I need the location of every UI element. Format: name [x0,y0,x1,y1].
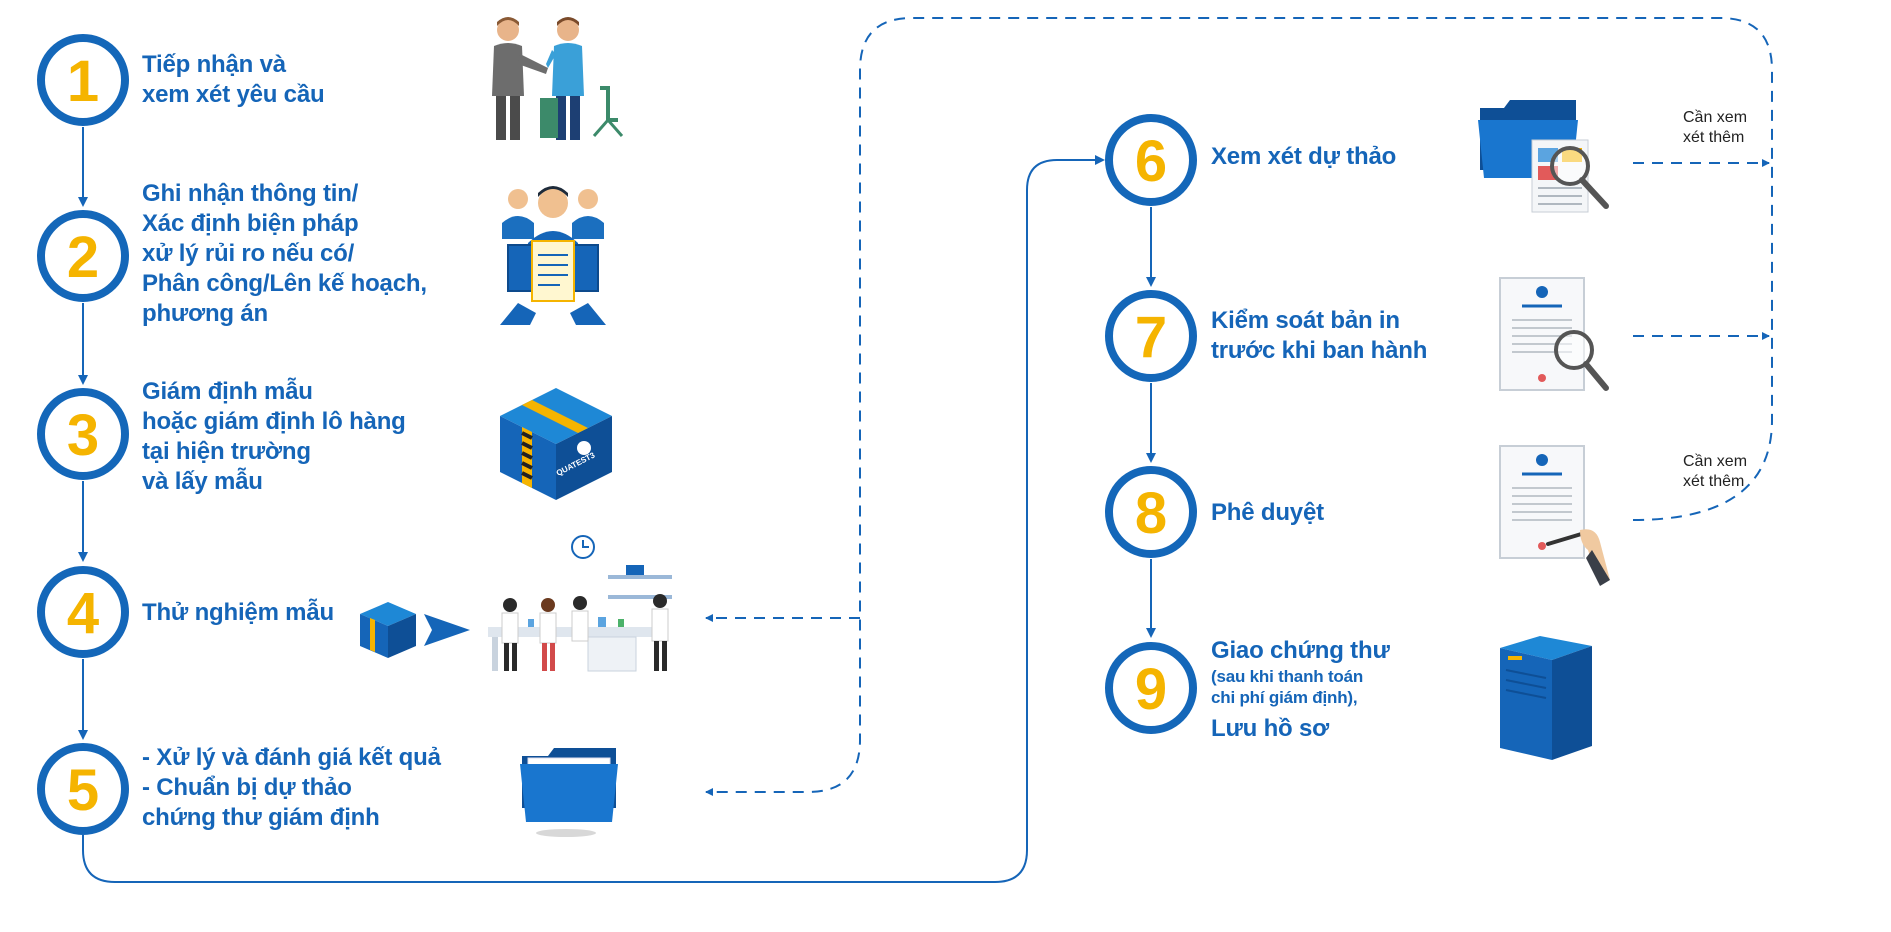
step-1-label: Tiếp nhận và xem xét yêu cầu [142,50,325,110]
step-3-ring: 3 [37,388,129,480]
step-8-label: Phê duyệt [1211,498,1324,528]
step-2-number: 2 [67,225,99,290]
step-5-ring: 5 [37,743,129,835]
transfer-arrow-icon [424,614,470,646]
step-7-line: trước khi ban hành [1211,337,1428,364]
step-9-label: Giao chứng thư (sau khi thanh toán chi p… [1211,636,1390,744]
step-5-label: - Xử lý và đánh giá kết quả - Chuẩn bị d… [142,743,441,833]
step-1-number: 1 [67,49,99,114]
step-9-number: 9 [1135,657,1167,722]
step-3-number: 3 [67,403,99,468]
step-8-ring: 8 [1105,466,1197,558]
step-9-title: Giao chứng thư [1211,637,1390,664]
step-3-line: tại hiện trường [142,438,311,465]
step-1-line: Tiếp nhận và [142,51,286,78]
step-2-line: Xác định biện pháp [142,210,359,237]
laboratory-icon [488,535,672,672]
step-9-note-line: chi phí giám định), [1211,688,1358,707]
step-3-label: Giám định mẫu hoặc giám định lô hàng tại… [142,377,406,497]
step-7-line: Kiểm soát bản in [1211,307,1400,334]
step-4-number: 4 [67,581,99,646]
step-5-line: - Xử lý và đánh giá kết quả [142,744,441,771]
step-3-line: Giám định mẫu [142,378,313,405]
step-2-label: Ghi nhận thông tin/ Xác định biện pháp x… [142,179,427,329]
step-9-note-line: (sau khi thanh toán [1211,667,1364,686]
step-rings: 1 2 3 4 5 6 7 8 [37,34,1197,835]
certificate-signing-icon [1499,445,1610,586]
archive-cabinet-icon [1500,636,1592,760]
step-6-line: Xem xét dự thảo [1211,143,1397,170]
step-8-number: 8 [1135,481,1167,546]
step-7-number: 7 [1135,305,1167,370]
step-7-label: Kiểm soát bản in trước khi ban hành [1211,306,1427,366]
step-6-ring: 6 [1105,114,1197,206]
left-column-connectors [78,127,1105,883]
review-note-lower: Cần xem xét thêm [1683,452,1747,492]
step-2-line: Ghi nhận thông tin/ [142,180,359,207]
connector-5-6 [82,155,1105,883]
step-2-line: Phân công/Lên kế hoạch, [142,270,427,297]
step-3-line: hoặc giám định lô hàng [142,408,406,435]
step-5-line: - Chuẩn bị dự thảo [142,774,352,801]
step-2-line: phương án [142,300,268,327]
step-8-line: Phê duyệt [1211,499,1324,526]
feedback-main-loop [705,17,1773,796]
feedback-loop [705,17,1773,796]
step-5-number: 5 [67,758,99,823]
note-line: Cần xem [1683,109,1748,126]
note-line: xét thêm [1683,129,1745,146]
step-9-footer: Lưu hồ sơ [1211,715,1329,742]
step-1-ring: 1 [37,34,129,126]
handshake-icon [492,17,624,140]
step-4-ring: 4 [37,566,129,658]
small-box-icon [360,602,416,658]
step-9-ring: 9 [1105,642,1197,734]
step-4-label: Thử nghiệm mẫu [142,598,334,628]
step-1-line: xem xét yêu cầu [142,81,325,108]
step-3-line: và lấy mẫu [142,468,263,495]
step-7-ring: 7 [1105,290,1197,382]
step-4-line: Thử nghiệm mẫu [142,599,334,626]
review-note-upper: Cần xem xét thêm [1683,108,1747,148]
folder-icon [520,748,618,837]
team-checklist-icon [500,186,606,325]
step-2-line: xử lý rủi ro nếu có/ [142,240,355,267]
step-6-label: Xem xét dự thảo [1211,142,1396,172]
certificate-magnifier-icon [1499,277,1609,391]
step-6-number: 6 [1135,129,1167,194]
folder-magnifier-icon [1478,100,1609,213]
step-5-line: chứng thư giám định [142,804,380,831]
note-line: Cần xem [1683,453,1748,470]
note-line: xét thêm [1683,473,1745,490]
step-2-ring: 2 [37,210,129,302]
sample-box-icon: QUATEST3 [500,388,612,500]
